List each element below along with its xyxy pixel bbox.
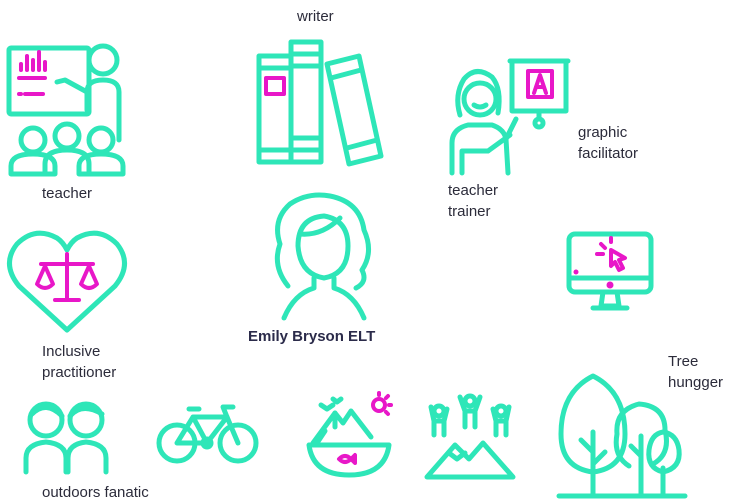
teacher-label: teacher xyxy=(42,185,93,202)
hikers-mountain-icon xyxy=(424,393,516,480)
teacher-trainer-label-1: teacher xyxy=(448,182,499,199)
books-icon xyxy=(256,39,384,167)
heart-scales-icon xyxy=(7,230,127,333)
teacher-trainer-icon xyxy=(449,58,571,176)
center-title: Emily Bryson ELT xyxy=(248,328,376,345)
trees-icon xyxy=(556,373,688,499)
writer-label: writer xyxy=(297,8,334,25)
teacher-trainer-label-2: trainer xyxy=(448,203,491,220)
outdoors-label: outdoors fanatic xyxy=(42,484,149,501)
computer-cursor-icon xyxy=(566,231,654,311)
teacher-icon xyxy=(6,43,126,177)
tree-label-2: hungger xyxy=(668,374,724,391)
inclusive-label-1: Inclusive xyxy=(42,343,101,360)
island-nature-icon xyxy=(306,391,393,478)
woman-avatar-icon xyxy=(274,192,371,321)
graphic-facilitator-label-2: facilitator xyxy=(578,145,639,162)
tree-label-1: Tree xyxy=(668,353,699,370)
two-girls-icon xyxy=(23,401,109,475)
bicycle-icon xyxy=(156,404,259,464)
inclusive-label-2: practitioner xyxy=(42,364,117,381)
graphic-facilitator-label-1: graphic xyxy=(578,124,628,141)
